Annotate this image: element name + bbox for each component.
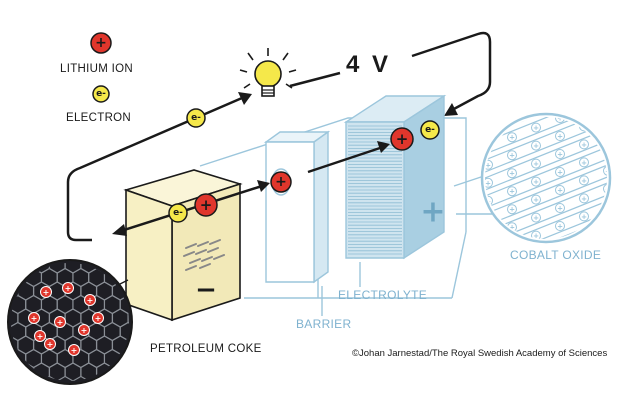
- lithium-ion-at-cathode: +: [390, 127, 414, 151]
- svg-text:+: +: [533, 142, 539, 150]
- credit-line: ©Johan Jarnestad/The Royal Swedish Acade…: [352, 348, 607, 359]
- svg-text:+: +: [509, 224, 515, 232]
- wire-arrow-head-left: [238, 92, 252, 105]
- svg-text:+: +: [509, 170, 515, 178]
- svg-text:+: +: [533, 124, 539, 132]
- svg-text:+: +: [557, 187, 563, 195]
- svg-text:+: +: [71, 346, 78, 355]
- voltage-label: 4 V: [346, 51, 391, 78]
- svg-text:+: +: [485, 233, 491, 241]
- svg-text:+: +: [43, 288, 50, 297]
- svg-text:+: +: [81, 326, 88, 335]
- arrow-cathode-head: [377, 141, 390, 153]
- svg-text:+: +: [557, 133, 563, 141]
- svg-text:+: +: [87, 296, 94, 305]
- svg-text:+: +: [47, 340, 54, 349]
- circuit-wire: [66, 96, 243, 242]
- svg-text:+: +: [509, 152, 515, 160]
- label-petroleum-coke: PETROLEUM COKE: [150, 343, 262, 355]
- light-bulb-icon: [239, 48, 297, 97]
- svg-text:+: +: [275, 174, 287, 190]
- svg-text:+: +: [581, 195, 587, 203]
- svg-text:e-: e-: [173, 208, 183, 218]
- legend: + LITHIUM ION e- ELECTRON: [60, 32, 133, 124]
- svg-text:+: +: [533, 196, 539, 204]
- arrow-barrier-head: [257, 180, 270, 192]
- svg-text:+: +: [485, 215, 491, 223]
- circuit-wire-right: [289, 31, 492, 112]
- svg-text:+: +: [485, 161, 491, 169]
- arrow-left-head: [112, 224, 127, 236]
- ion-flow-arrows: [112, 141, 390, 236]
- electron-on-wire: e-: [186, 108, 206, 128]
- svg-text:+: +: [581, 159, 587, 167]
- svg-text:+: +: [485, 107, 491, 115]
- svg-text:+: +: [605, 221, 611, 229]
- svg-text:+: +: [581, 213, 587, 221]
- svg-text:+: +: [95, 35, 107, 51]
- barrier-separator: [263, 130, 331, 284]
- electron-at-cathode: e-: [420, 120, 440, 140]
- svg-text:+: +: [509, 188, 515, 196]
- legend-electron-icon: e-: [92, 85, 110, 103]
- svg-text:e-: e-: [191, 113, 201, 123]
- legend-lithium-ion-label: LITHIUM ION: [60, 63, 133, 75]
- label-barrier: BARRIER: [296, 317, 351, 331]
- anode-block: −: [123, 169, 243, 322]
- svg-text:+: +: [581, 177, 587, 185]
- svg-text:+: +: [509, 134, 515, 142]
- legend-electron-label: ELECTRON: [66, 112, 131, 124]
- svg-text:+: +: [581, 141, 587, 149]
- svg-text:+: +: [557, 205, 563, 213]
- svg-text:+: +: [605, 203, 611, 211]
- svg-text:+: +: [533, 232, 539, 240]
- svg-text:+: +: [605, 239, 611, 247]
- svg-text:+: +: [605, 113, 611, 121]
- cobalt-oxide-magnifier: ++++++++++++++++++++++++++++++++++++++++…: [453, 107, 612, 247]
- svg-text:+: +: [557, 115, 563, 123]
- svg-text:+: +: [396, 130, 409, 148]
- svg-text:e-: e-: [96, 89, 106, 99]
- cathode-plus-sign: +: [420, 195, 445, 230]
- svg-text:+: +: [200, 196, 213, 214]
- lithium-ion-at-anode: +: [194, 193, 218, 217]
- svg-text:+: +: [485, 125, 491, 133]
- svg-text:+: +: [533, 214, 539, 222]
- label-cobalt-oxide: COBALT OXIDE: [510, 248, 601, 262]
- svg-text:+: +: [37, 332, 44, 341]
- svg-text:+: +: [533, 160, 539, 168]
- svg-text:+: +: [95, 314, 102, 323]
- svg-text:+: +: [65, 284, 72, 293]
- svg-text:+: +: [557, 151, 563, 159]
- svg-text:+: +: [485, 179, 491, 187]
- svg-text:+: +: [605, 167, 611, 175]
- lithium-ion-in-barrier: +: [270, 171, 292, 193]
- svg-text:+: +: [509, 206, 515, 214]
- label-electrolyte: ELECTROLYTE: [338, 288, 427, 302]
- wire-arrow-head-right: [444, 103, 458, 116]
- svg-text:e-: e-: [425, 125, 435, 135]
- petroleum-coke-magnifier: ++++++++++: [7, 259, 133, 385]
- svg-text:+: +: [557, 169, 563, 177]
- anode-minus-sign: −: [195, 275, 217, 305]
- svg-text:+: +: [57, 318, 64, 327]
- anode-graphite-flakes: [183, 239, 225, 271]
- electron-at-anode: e-: [168, 203, 188, 223]
- svg-text:+: +: [605, 131, 611, 139]
- svg-text:+: +: [31, 314, 38, 323]
- svg-text:+: +: [533, 178, 539, 186]
- legend-lithium-ion-icon: +: [90, 32, 112, 54]
- svg-text:+: +: [557, 223, 563, 231]
